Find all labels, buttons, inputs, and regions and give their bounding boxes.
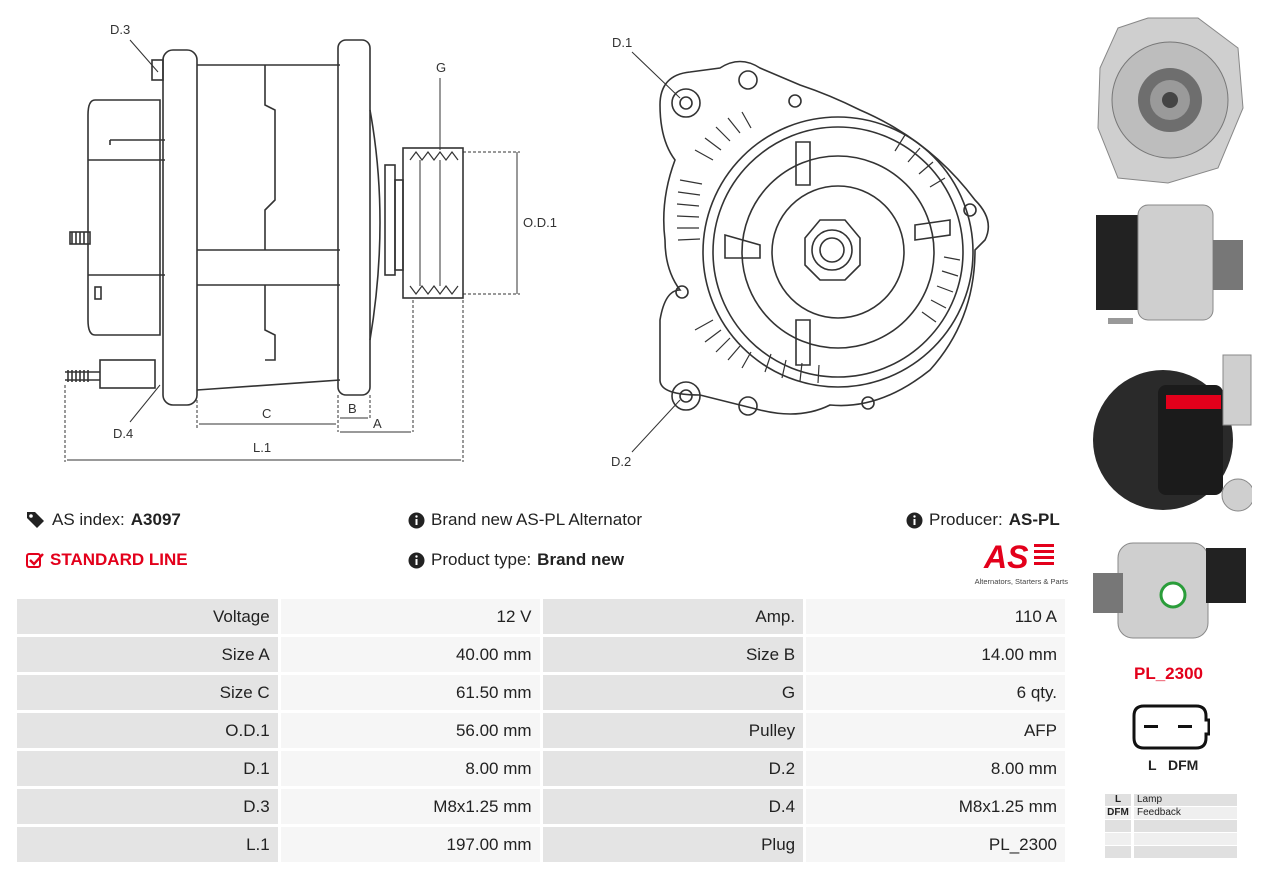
technical-drawing: D.3 D.4 G O.D.1 C B A L.1 D.1 D.2 (0, 0, 1075, 490)
logo-text: AS (983, 539, 1029, 572)
producer-label: Producer: (929, 510, 1003, 529)
legend-code (1105, 833, 1131, 845)
spec-value: 12 V (280, 599, 540, 634)
spec-key: Pulley (542, 713, 804, 748)
spec-key: O.D.1 (17, 713, 278, 748)
checkbox-icon (26, 553, 44, 568)
spec-value: 197.00 mm (280, 827, 540, 862)
spec-key: G (542, 675, 804, 710)
spec-key: D.2 (542, 751, 804, 786)
plug-connector-icon (1132, 704, 1210, 750)
legend-code (1105, 846, 1131, 858)
spec-value: 61.50 mm (280, 675, 540, 710)
vent-slots (676, 111, 961, 384)
product-title: Brand new AS-PL Alternator (408, 510, 642, 530)
spec-key: L.1 (17, 827, 278, 862)
label-d4: D.4 (113, 426, 133, 441)
label-d2: D.2 (611, 454, 631, 469)
legend-desc (1134, 820, 1237, 832)
spec-key: Amp. (542, 599, 804, 634)
product-title-text: Brand new AS-PL Alternator (431, 510, 643, 529)
legend-code: DFM (1105, 807, 1131, 819)
label-l1: L.1 (253, 440, 271, 455)
dimension-lines-side (64, 151, 520, 462)
photo-side[interactable] (1088, 190, 1252, 340)
spec-value: 14.00 mm (806, 637, 1065, 672)
label-g: G (436, 60, 446, 75)
label-c: C (262, 406, 271, 421)
legend-desc (1134, 846, 1237, 858)
producer: Producer: AS-PL (906, 510, 1060, 530)
logo-tagline: Alternators, Starters & Parts (974, 577, 1068, 586)
plug-pin-labels: L DFM (1148, 757, 1199, 773)
spec-key: D.4 (542, 789, 804, 824)
spec-value: 40.00 mm (280, 637, 540, 672)
spec-value: PL_2300 (806, 827, 1065, 862)
photo-back[interactable] (1088, 345, 1252, 530)
side-view (65, 39, 464, 406)
as-pl-logo: AS Alternators, Starters & Parts (962, 538, 1068, 586)
product-type: Product type: Brand new (408, 550, 624, 570)
info-icon (408, 552, 425, 568)
spec-value: 110 A (806, 599, 1065, 634)
spec-key: Size A (17, 637, 278, 672)
label-od1: O.D.1 (523, 215, 557, 230)
as-logo-icon: AS (983, 539, 1054, 575)
legend-row (1105, 833, 1237, 845)
legend-code (1105, 820, 1131, 832)
spec-key: D.3 (17, 789, 278, 824)
spec-key: D.1 (17, 751, 278, 786)
front-view (659, 60, 990, 416)
photo-front[interactable] (1088, 8, 1252, 188)
tags-icon (27, 512, 44, 528)
info-icon (906, 512, 923, 528)
product-line: STANDARD LINE (26, 550, 188, 570)
as-index-value: A3097 (130, 510, 181, 529)
spec-value: M8x1.25 mm (280, 789, 540, 824)
plug-code: PL_2300 (1134, 664, 1203, 683)
legend-desc (1134, 833, 1237, 845)
spec-value: M8x1.25 mm (806, 789, 1065, 824)
label-a: A (373, 416, 382, 431)
spec-value: 6 qty. (806, 675, 1065, 710)
photo-angle[interactable] (1088, 533, 1252, 648)
product-type-value: Brand new (537, 550, 625, 569)
legend-row (1105, 820, 1237, 832)
product-line-label: STANDARD LINE (50, 550, 188, 569)
spec-key: Size C (17, 675, 278, 710)
label-d3: D.3 (110, 22, 130, 37)
legend-desc: Lamp (1134, 794, 1237, 806)
spec-key: Plug (542, 827, 804, 862)
producer-value: AS-PL (1008, 510, 1060, 529)
legend-desc: Feedback (1134, 807, 1237, 819)
spec-key: Voltage (17, 599, 278, 634)
legend-code: L (1105, 794, 1131, 806)
label-b: B (348, 401, 357, 416)
as-index: AS index: A3097 (26, 510, 181, 530)
spec-value: 8.00 mm (806, 751, 1065, 786)
as-index-label: AS index: (52, 510, 125, 529)
spec-key: Size B (542, 637, 804, 672)
spec-value: 8.00 mm (280, 751, 540, 786)
info-icon (408, 512, 425, 528)
product-photos (1080, 0, 1262, 876)
spec-value: AFP (806, 713, 1065, 748)
product-type-label: Product type: (431, 550, 532, 569)
label-d1: D.1 (612, 35, 632, 50)
spec-value: 56.00 mm (280, 713, 540, 748)
legend-row (1105, 846, 1237, 858)
